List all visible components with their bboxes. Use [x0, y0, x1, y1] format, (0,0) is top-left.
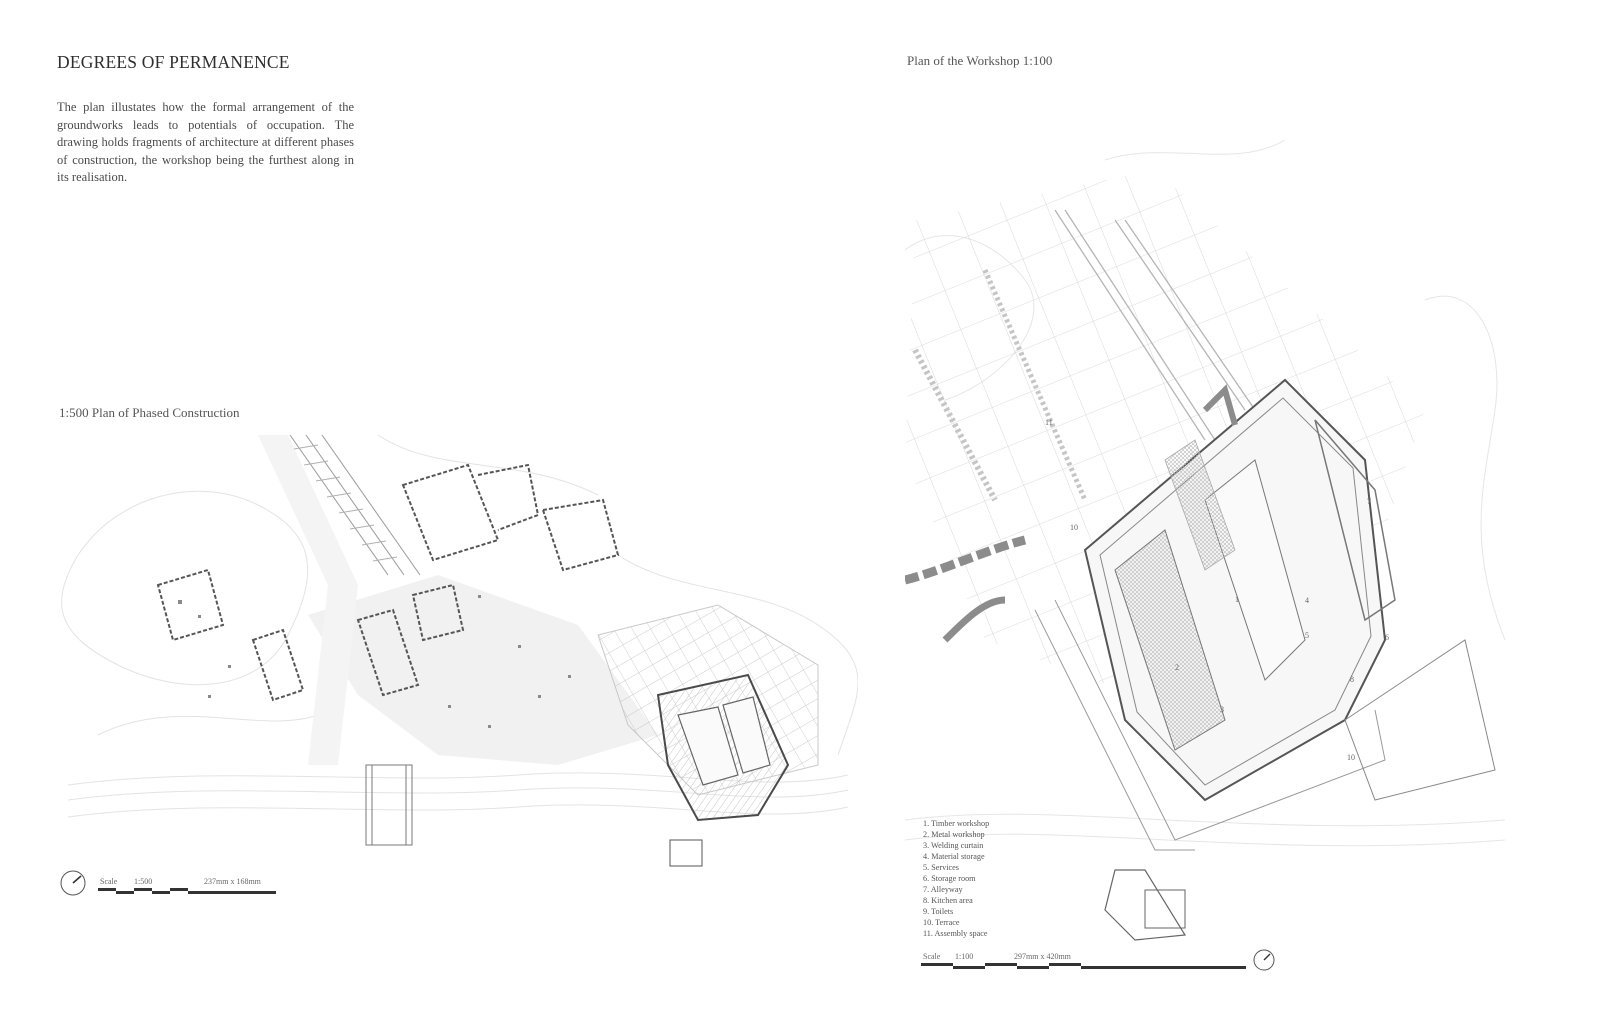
site-north-arrow	[60, 870, 86, 896]
legend-item: 5. Services	[923, 863, 959, 872]
site-scale-label: Scale	[100, 877, 118, 886]
site-ground	[258, 435, 658, 765]
site-jetty	[365, 764, 413, 846]
room-number: 10	[1070, 523, 1078, 532]
site-plan-title: 1:500 Plan of Phased Construction	[59, 405, 240, 420]
north-arrow-icon	[1263, 953, 1271, 961]
site-ruins	[178, 595, 571, 728]
room-number: 3	[1220, 705, 1224, 714]
workshop-scale-bar	[921, 963, 1246, 969]
workshop-plan-drawing: 11 10 1 2 3 4 5 6 7 8 10	[905, 139, 1505, 941]
legend-item: 4. Material storage	[923, 852, 985, 861]
workshop-paper-size: 297mm x 420mm	[1014, 952, 1071, 961]
legend-item: 2. Metal workshop	[923, 830, 985, 839]
room-number: 1	[1235, 595, 1239, 604]
legend-item: 3. Welding curtain	[923, 841, 984, 850]
site-paper-size: 237mm x 168mm	[204, 877, 261, 886]
room-number: 7	[1367, 497, 1371, 506]
room-number: 4	[1305, 596, 1309, 605]
workshop-rails	[912, 209, 1256, 502]
site-workshop-area	[597, 604, 819, 867]
room-number: 8	[1350, 675, 1354, 684]
room-number: 5	[1305, 631, 1309, 640]
legend-item: 8. Kitchen area	[923, 896, 973, 905]
workshop-legend: 1. Timber workshop 2. Metal workshop 3. …	[923, 818, 989, 939]
site-plan-drawing	[61, 435, 858, 867]
workshop-plan-title: Plan of the Workshop 1:100	[907, 53, 1053, 68]
legend-item: 10. Terrace	[923, 918, 960, 927]
north-arrow-icon	[72, 875, 82, 884]
legend-item: 1. Timber workshop	[923, 819, 990, 828]
room-number: 11	[1045, 418, 1053, 427]
room-number: 10	[1347, 753, 1355, 762]
intro-paragraph: The plan illustates how the formal arran…	[57, 100, 354, 184]
workshop-walkway	[1034, 599, 1386, 851]
room-number: 2	[1175, 663, 1179, 672]
page-title: DEGREES OF PERMANENCE	[57, 52, 290, 72]
site-building-fragments	[156, 463, 620, 702]
workshop-room-numbers: 11 10 1 2 3 4 5 6 7 8 10	[1045, 418, 1389, 762]
workshop-building	[905, 378, 1496, 941]
workshop-north-arrow	[1253, 949, 1275, 971]
legend-item: 6. Storage room	[923, 874, 976, 883]
legend-item: 7. Alleyway	[923, 885, 963, 894]
site-scale-value: 1:500	[134, 877, 153, 886]
site-rail	[289, 435, 421, 576]
workshop-scale-value: 1:100	[955, 952, 974, 961]
room-number: 6	[1385, 633, 1389, 642]
legend-item: 9. Toilets	[923, 907, 954, 916]
site-scale-bar	[98, 888, 276, 894]
legend-item: 11. Assembly space	[923, 929, 988, 938]
workshop-scale-label: Scale	[923, 952, 941, 961]
